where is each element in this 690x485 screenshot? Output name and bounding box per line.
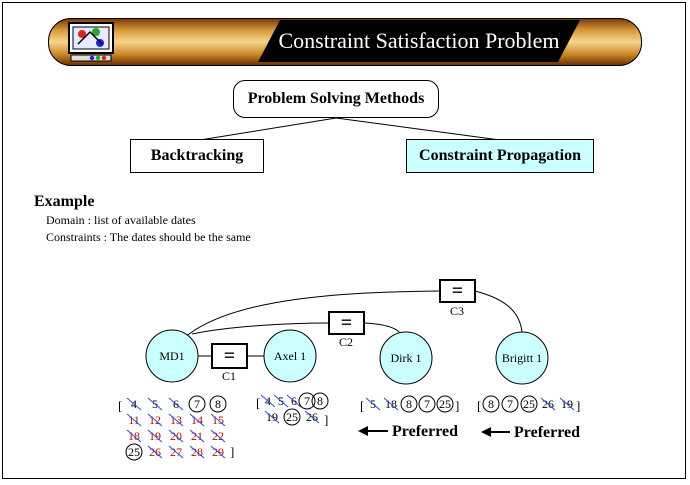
constraint-propagation-label: Constraint Propagation xyxy=(419,147,581,164)
kept-date-circle xyxy=(436,395,454,413)
domain-date: 7 xyxy=(194,397,200,411)
page-title: Constraint Satisfaction Problem xyxy=(278,28,560,53)
node-md1: MD1 xyxy=(145,329,199,383)
removed-date-strike xyxy=(210,413,226,427)
backtracking-node: Backtracking xyxy=(130,139,264,173)
removed-date-strike xyxy=(126,413,142,427)
constraint-c3: = C3 xyxy=(439,279,476,318)
removed-date-strike xyxy=(383,397,399,411)
kept-date-circle xyxy=(298,392,316,410)
removed-date-strike xyxy=(147,413,163,427)
domain-date: 25 xyxy=(439,397,451,411)
removed-date-strike xyxy=(264,410,280,424)
domain-axel: [ ] 45678192526 xyxy=(256,392,329,427)
removed-date-strike xyxy=(559,397,575,411)
removed-date-strike xyxy=(189,445,205,459)
removed-date-strike xyxy=(189,413,205,427)
kept-date-circle xyxy=(188,395,206,413)
computer-logo-icon xyxy=(68,22,114,62)
constraint-c1: = C1 xyxy=(211,343,248,383)
domain-md1: [ ] 45678111213141518192021222526272829 xyxy=(118,395,234,461)
equals-sign-c2: = xyxy=(341,312,352,334)
removed-date-strike xyxy=(210,445,226,459)
removed-date-strike xyxy=(168,429,184,443)
removed-date-strike xyxy=(126,429,142,443)
domain-date: 8 xyxy=(317,394,323,408)
problem-solving-methods-node: Problem Solving Methods xyxy=(233,80,439,118)
domain-brigitt: [ ] 87252619 xyxy=(477,395,580,413)
node-dirk-label: Dirk 1 xyxy=(391,351,422,365)
removed-date-strike xyxy=(168,397,184,411)
equals-sign-c3: = xyxy=(452,280,463,302)
equals-sign-c1: = xyxy=(224,345,235,367)
domain-axel-close-bracket: ] xyxy=(324,412,328,427)
removed-date-strike xyxy=(210,429,226,443)
kept-date-circle xyxy=(482,395,500,413)
constraint-label-c3: C3 xyxy=(450,304,464,318)
removed-date-strike xyxy=(286,394,302,408)
removed-date-strike xyxy=(126,397,142,411)
removed-date-strike xyxy=(147,397,163,411)
removed-date-strike xyxy=(260,394,276,408)
title-banner-plate xyxy=(258,20,580,62)
domain-date: 7 xyxy=(424,397,430,411)
domain-dirk-open-bracket: [ xyxy=(360,398,364,413)
domain-date: 25 xyxy=(128,445,140,459)
node-axel-label: Axel 1 xyxy=(274,349,306,363)
kept-date-circle xyxy=(209,395,227,413)
removed-date-strike xyxy=(304,410,320,424)
constraint-label-c2: C2 xyxy=(339,335,353,349)
domain-date: 7 xyxy=(304,394,310,408)
preferred-dirk: Preferred xyxy=(358,423,458,440)
domain-brigitt-open-bracket: [ xyxy=(477,398,481,413)
node-md1-label: MD1 xyxy=(159,349,184,363)
domain-date: 25 xyxy=(286,410,298,424)
kept-date-circle xyxy=(125,443,143,461)
preferred-brigitt: Preferred xyxy=(481,424,580,441)
removed-date-strike xyxy=(273,394,289,408)
example-heading: Example xyxy=(34,193,95,210)
domain-brigitt-close-bracket: ] xyxy=(576,398,580,413)
node-axel: Axel 1 xyxy=(263,329,317,383)
removed-date-strike xyxy=(147,429,163,443)
removed-date-strike xyxy=(540,397,556,411)
kept-date-circle xyxy=(418,395,436,413)
arrow-left-head-icon xyxy=(358,426,368,436)
domain-date: 8 xyxy=(406,397,412,411)
preferred-label-brigitt: Preferred xyxy=(514,424,580,441)
domain-dirk: [ ] 5188725 xyxy=(360,395,459,413)
node-brigitt: Brigitt 1 xyxy=(495,331,549,385)
kept-date-circle xyxy=(501,395,519,413)
constraint-label-c1: C1 xyxy=(222,369,236,383)
removed-date-strike xyxy=(189,429,205,443)
removed-date-strike xyxy=(365,397,381,411)
domain-axel-open-bracket: [ xyxy=(256,395,260,410)
kept-date-circle xyxy=(400,395,418,413)
domain-date: 25 xyxy=(523,397,535,411)
domain-md1-open-bracket: [ xyxy=(118,398,122,413)
kept-date-circle xyxy=(520,395,538,413)
domain-dirk-close-bracket: ] xyxy=(455,398,459,413)
kept-date-circle xyxy=(311,392,329,410)
preferred-label-dirk: Preferred xyxy=(392,423,458,440)
node-dirk: Dirk 1 xyxy=(379,331,433,385)
domain-date: 8 xyxy=(215,397,221,411)
domain-md1-close-bracket: ] xyxy=(230,444,234,459)
domain-date: 8 xyxy=(488,397,494,411)
kept-date-circle xyxy=(283,408,301,426)
removed-date-strike xyxy=(168,445,184,459)
removed-date-strike xyxy=(168,413,184,427)
constraint-propagation-node: Constraint Propagation xyxy=(406,139,594,173)
example-domain: Domain : list of available dates xyxy=(46,213,196,227)
arrow-left-head-icon xyxy=(481,427,491,437)
node-brigitt-label: Brigitt 1 xyxy=(502,351,542,365)
domain-date: 7 xyxy=(507,397,513,411)
removed-date-strike xyxy=(147,445,163,459)
constraint-c2: = C2 xyxy=(328,311,365,349)
example-constraints: Constraints : The dates should be the sa… xyxy=(46,230,251,244)
